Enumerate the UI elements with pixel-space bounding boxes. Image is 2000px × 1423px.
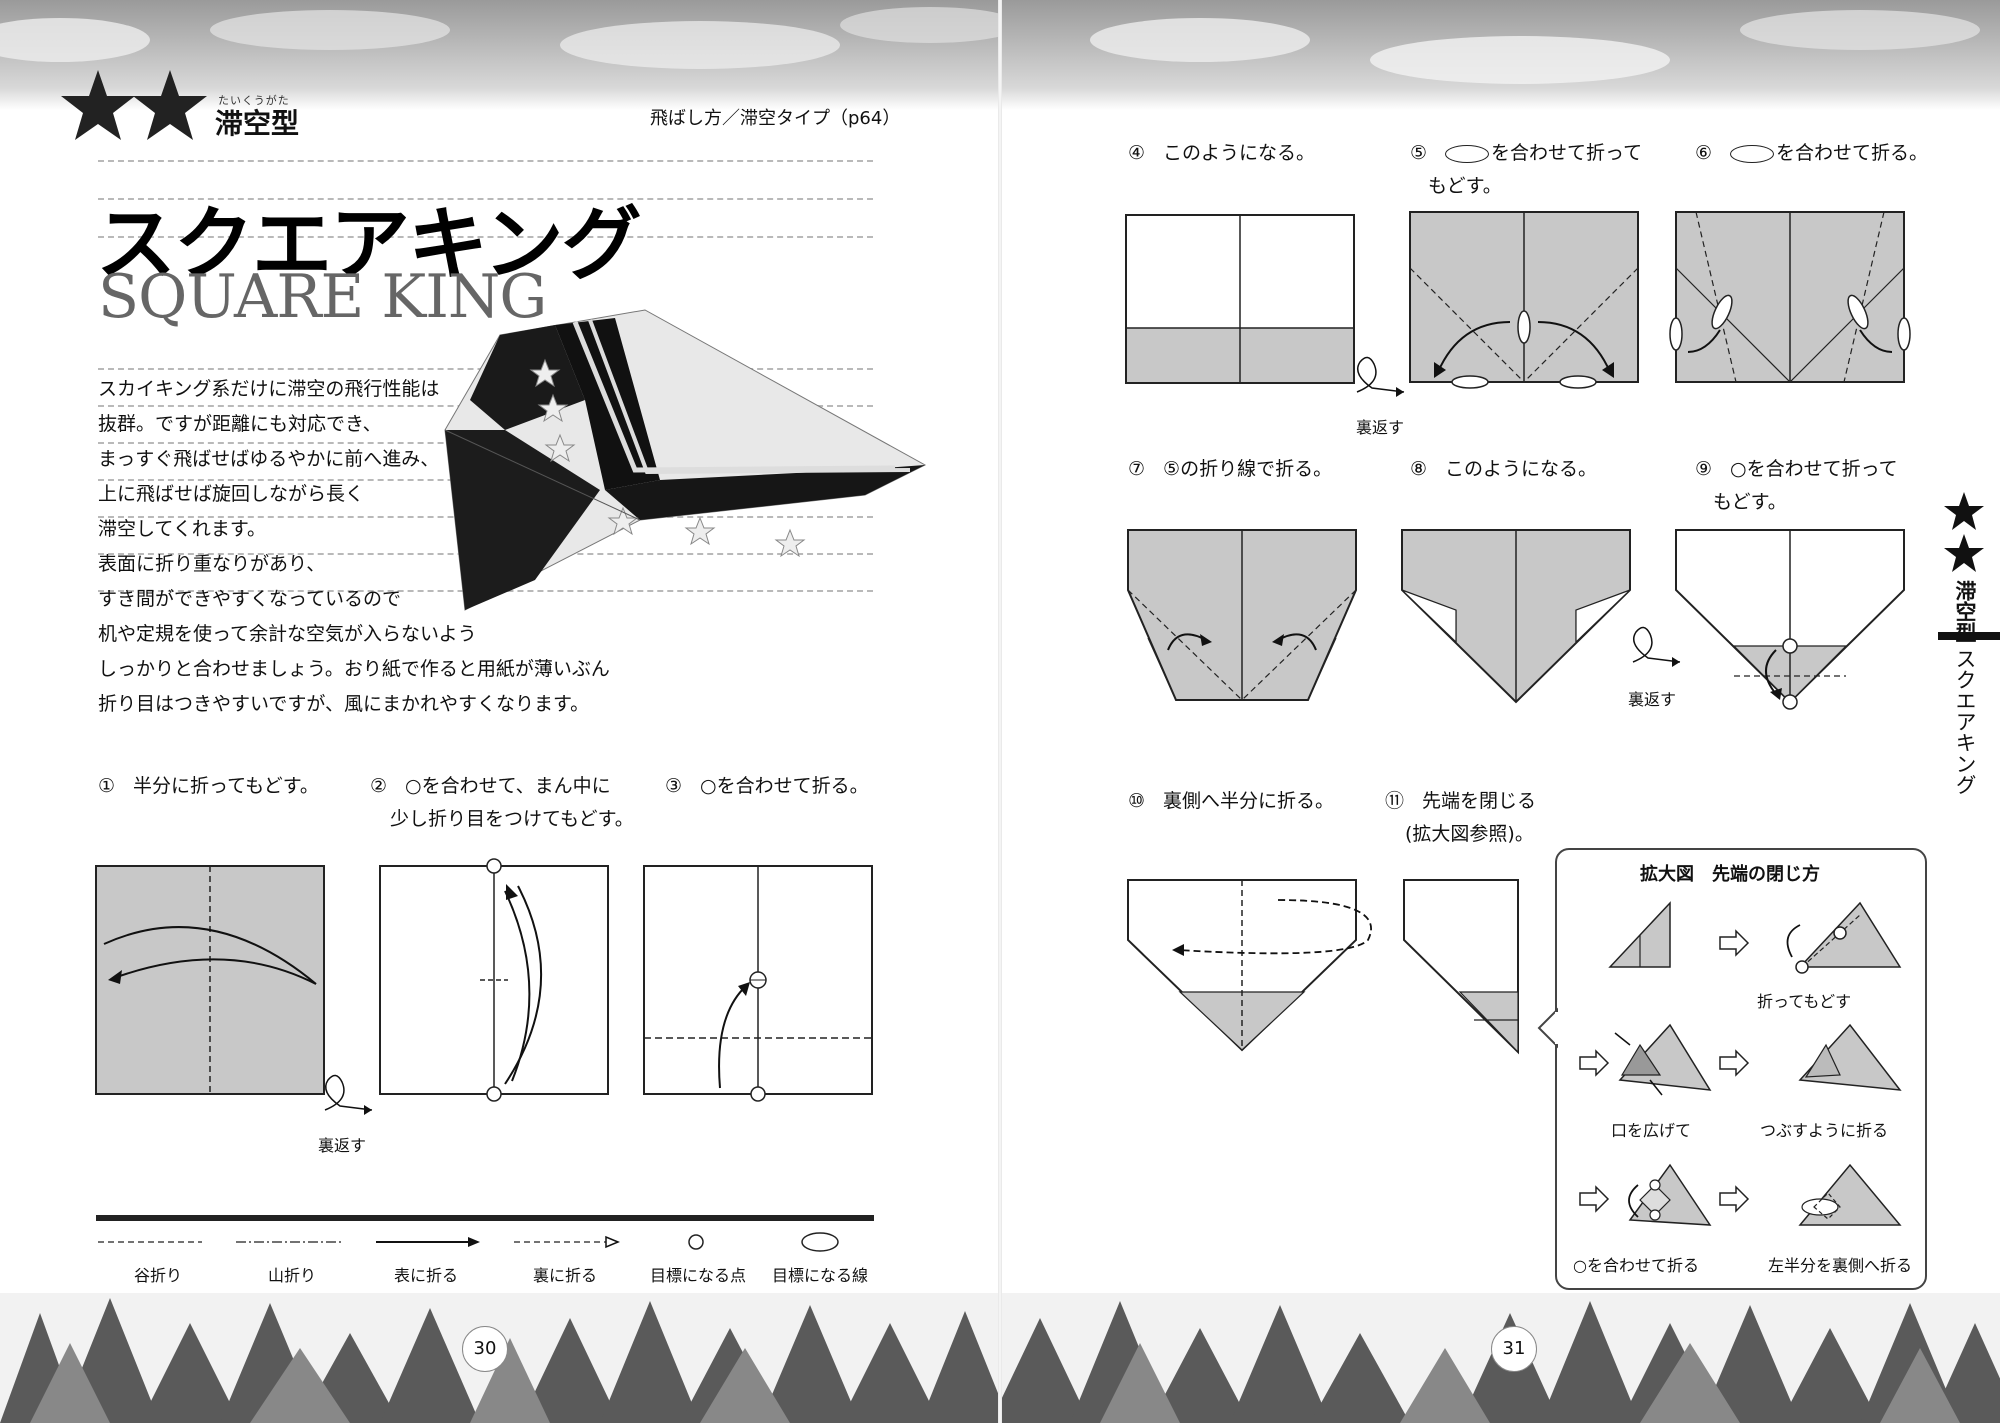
legend-fold-front: 表に折る [393, 1266, 458, 1285]
description-line: 抜群。ですが距離にも対応でき、 [98, 413, 382, 435]
description-line: スカイキング系だけに滞空の飛行性能は [98, 378, 440, 400]
legend-mountain-fold: 山折り [267, 1266, 316, 1285]
flip-label: 裏返す [1356, 418, 1405, 437]
page-number: 30 [462, 1326, 508, 1372]
zoom-caption-3: つぶすように折る [1760, 1121, 1889, 1140]
zoom-title: 拡大図 先端の閉じ方 [1640, 864, 1820, 885]
zoom-diagrams [1579, 901, 1902, 1226]
description-line: しっかりと合わせましょう。おり紙で作ると用紙が薄いぶん [98, 658, 610, 680]
side-tab-marker [1938, 632, 2000, 640]
flip-icon [1632, 626, 1681, 667]
legend-symbols [98, 1232, 839, 1252]
difficulty-stars [61, 70, 207, 140]
zoom-caption-5: 左半分を裏側へ折る [1768, 1256, 1913, 1275]
zoom-caption-2: 口を広げて [1611, 1121, 1692, 1140]
type-label: 滞空型 [215, 107, 300, 140]
zoom-callout-tail [1537, 1007, 1559, 1049]
legend-fold-back: 裏に折る [532, 1266, 597, 1285]
description-line: 折り目はつきやすいですが、風にまかれやすくなります。 [98, 693, 590, 715]
step-9-caption: ⑨○を合わせて折って もどす。 [1695, 458, 1898, 513]
step-7-diagram [1127, 529, 1357, 701]
flip-icon [324, 1074, 373, 1115]
step-8-diagram [1401, 529, 1631, 704]
target-line-icon [1730, 144, 1775, 163]
guide-line [98, 160, 873, 162]
title-japanese: スクエアキング [96, 198, 642, 291]
guide-line [98, 236, 873, 238]
legend-divider [96, 1215, 874, 1221]
description-line: まっすぐ飛ばせばゆるやかに前へ進み、 [98, 448, 440, 470]
target-line-icon [1445, 144, 1490, 163]
step-9-diagram [1675, 529, 1905, 710]
zoom-caption-4: ○を合わせて折る [1573, 1256, 1699, 1275]
step-10-diagram [1127, 879, 1372, 1052]
step-2-diagram [379, 858, 609, 1102]
description-line: 机や定規を使って余計な空気が入らないよう [98, 623, 477, 645]
title-english: SQUARE KING [98, 262, 547, 332]
plane-photo [444, 309, 927, 611]
step-3-diagram [643, 865, 873, 1102]
side-tab-stars [1944, 492, 1984, 572]
book-gutter [998, 0, 1002, 1423]
guide-line [98, 198, 873, 200]
step-5-diagram [1409, 211, 1639, 389]
legend-target-line: 目標になる線 [771, 1266, 868, 1285]
flip-icon [1356, 356, 1405, 397]
flip-label: 裏返す [318, 1136, 367, 1155]
legend-target-point: 目標になる点 [649, 1266, 746, 1285]
step-1-diagram [95, 865, 325, 1095]
description-line: 滞空してくれます。 [98, 518, 266, 540]
flight-reference: 飛ばし方／滞空タイプ（p64） [650, 108, 901, 129]
type-ruby: たいくうがた [218, 94, 290, 107]
step-2-caption: ②○を合わせて、まん中に 少し折り目をつけてもどす。 [370, 775, 634, 830]
side-tab-name: スクエアキング [1953, 648, 1977, 795]
sky-banner [1000, 0, 2000, 110]
left-page: たいくうがた 滞空型 飛ばし方／滞空タイプ（p64） スクエアキング SQUAR… [0, 0, 1000, 1423]
step-11-diagram [1403, 879, 1519, 1055]
step-4-diagram [1125, 214, 1355, 384]
flip-label: 裏返す [1628, 690, 1677, 709]
page-number: 31 [1491, 1326, 1537, 1372]
description-line: すき間ができやすくなっているので [98, 588, 402, 610]
zoom-caption-1: 折ってもどす [1757, 992, 1852, 1011]
description: スカイキング系だけに滞空の飛行性能は 抜群。ですが距離にも対応でき、 まっすぐ飛… [98, 372, 658, 722]
legend-valley-fold: 谷折り [133, 1266, 182, 1285]
description-line: 上に飛ばせば旋回しながら長く [98, 483, 365, 505]
step-3-caption: ③○を合わせて折る。 [665, 775, 869, 797]
description-line: 表面に折り重なりがあり、 [98, 553, 326, 575]
step-6-diagram [1669, 211, 1911, 383]
forest-banner [0, 1293, 1000, 1423]
